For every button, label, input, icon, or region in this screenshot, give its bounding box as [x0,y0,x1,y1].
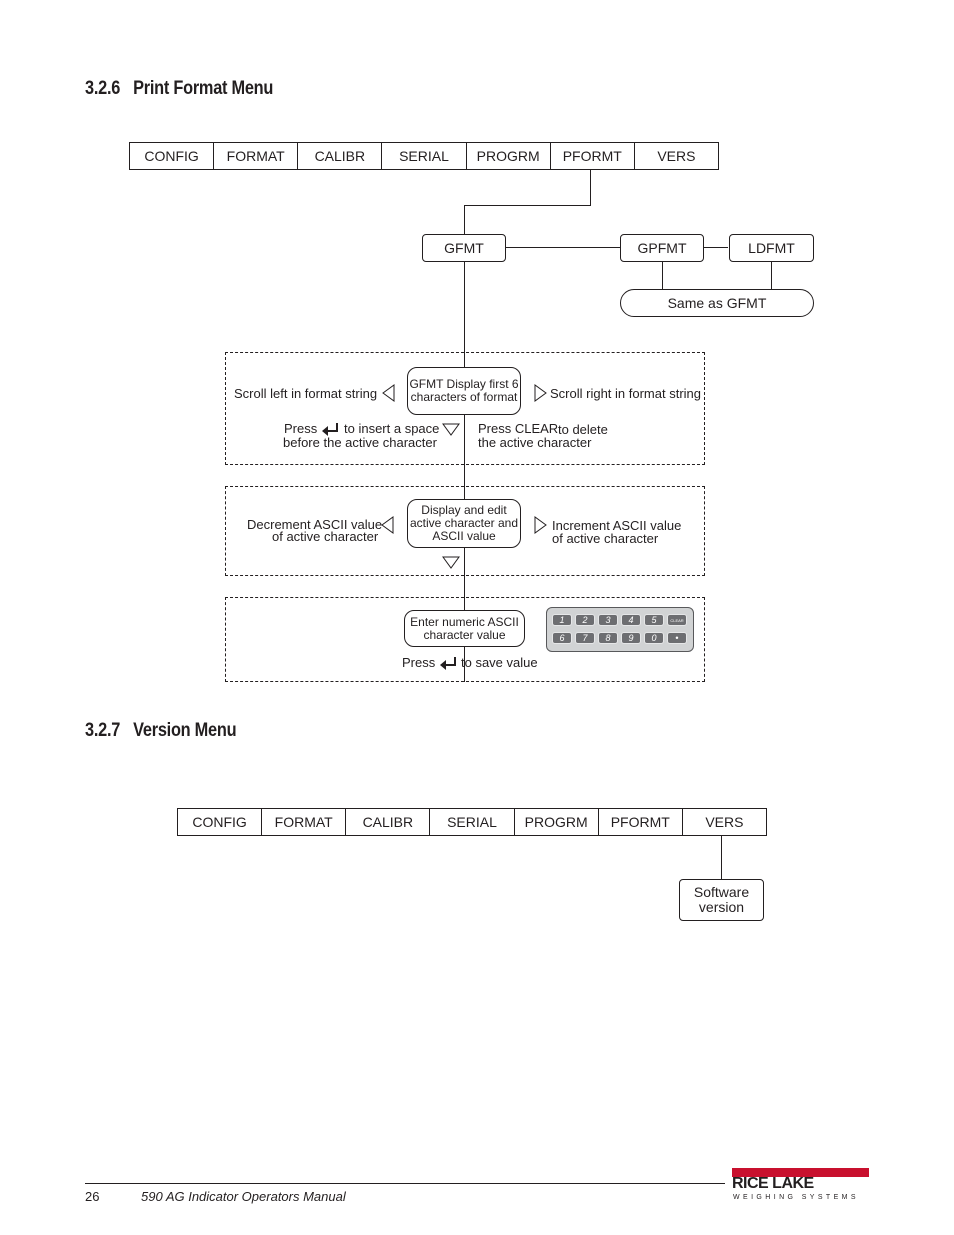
footer-rule [85,1183,725,1184]
node-text: characters of format [410,390,518,404]
insert-space-label: to insert a space [344,421,440,436]
connector [464,205,591,206]
same-as-gfmt-box: Same as GFMT [620,289,814,317]
node-text: character value [423,627,506,642]
increment-label-2: of active character [552,531,659,546]
menu-bar-print-format: CONFIG FORMAT CALIBR SERIAL PROGRM PFORM… [129,142,719,170]
node-text: Enter numeric ASCII [410,614,519,629]
section-number: 3.2.7 [85,720,121,741]
node-text: ASCII value [432,529,496,543]
connector [464,205,465,234]
section-heading-print-format: 3.2.6 Print Format Menu [85,78,273,100]
decrement-label-2: of active character [272,529,379,544]
menu-item-pformt: PFORMT [599,809,683,835]
scroll-left-label: Scroll left in format string [234,386,378,401]
increment-label: Increment ASCII value [552,518,682,533]
keypad-key: 2 [575,614,595,626]
keypad-key: 1 [552,614,572,626]
section-heading-version: 3.2.7 Version Menu [85,720,237,742]
node-text: GFMT Display first 6 [409,377,519,391]
keypad-key: 7 [575,632,595,644]
ldfmt-box: LDFMT [729,234,814,262]
right-arrow-icon [534,516,547,534]
save-value-label: to save value [461,655,538,670]
connector [662,262,663,290]
format-string-region [225,352,705,465]
insert-space-label-2: before the active character [283,435,437,450]
down-arrow-icon [442,556,460,569]
box-text: version [698,899,745,915]
menu-item-calibr: CALIBR [346,809,431,835]
menu-item-progrm: PROGRM [515,809,599,835]
menu-item-vers: VERS [657,148,696,164]
menu-item-format: FORMAT [214,143,299,169]
connector [771,262,772,290]
down-arrow-icon [442,423,460,436]
menu-item-progrm: PROGRM [467,143,551,169]
manual-title: 590 AG Indicator Operators Manual [141,1189,346,1204]
decrement-label: Decrement ASCII value [247,517,383,532]
connector [590,170,591,206]
menu-item-config: CONFIG [130,143,215,169]
node-text: active character and [409,516,519,530]
keypad-key: 9 [621,632,641,644]
menu-item-calibr: CALIBR [298,143,383,169]
menu-item-config: CONFIG [178,809,263,835]
left-arrow-icon [382,384,395,402]
keypad-dot-key: • [667,632,687,644]
press-label: Press [284,421,318,436]
numeric-entry-region [225,597,705,682]
press-save-label: Press [402,655,436,670]
enter-key-icon [322,423,338,436]
keypad-key: 4 [621,614,641,626]
menu-item-pformt: PFORMT [551,143,635,169]
gfmt-box: GFMT [422,234,506,262]
to-delete-label: to delete [558,422,608,437]
box-text: Software [693,884,750,900]
menu-item-serial: SERIAL [382,143,467,169]
rice-lake-logo: RICE LAKE WEIGHING SYSTEMS [732,1168,869,1202]
logo-sub-text: WEIGHING SYSTEMS [733,1194,859,1201]
menu-item-format: FORMAT [262,809,347,835]
press-clear-label: Press CLEAR [478,421,559,436]
page-number: 26 [85,1189,100,1204]
enter-key-icon [440,657,456,670]
section-title: Print Format Menu [133,78,274,99]
node-text: Display and edit [421,503,507,517]
section-number: 3.2.6 [85,78,121,99]
ascii-edit-region [225,486,705,576]
section-title: Version Menu [133,720,237,741]
keypad-key: 8 [598,632,618,644]
delete-label-2: the active character [478,435,592,450]
gpfmt-box: GPFMT [620,234,704,262]
connector [506,247,621,248]
numeric-keypad: 1 2 3 4 5 CLEAR 6 7 8 9 0 • [546,607,694,652]
menu-item-serial: SERIAL [430,809,515,835]
keypad-key: 3 [598,614,618,626]
keypad-key: 0 [644,632,664,644]
keypad-key: 5 [644,614,664,626]
left-arrow-icon [381,516,394,534]
scroll-right-label: Scroll right in format string [550,386,701,401]
keypad-key: 6 [552,632,572,644]
connector [721,836,722,880]
right-arrow-icon [534,384,547,402]
keypad-clear-key: CLEAR [667,614,687,626]
connector [704,247,728,248]
logo-main-text: RICE LAKE [732,1175,814,1192]
menu-bar-version: CONFIG FORMAT CALIBR SERIAL PROGRM PFORM… [177,808,767,836]
main-vertical-connector [464,262,465,682]
menu-item-vers: VERS [705,814,744,830]
logo-band [732,1168,869,1177]
